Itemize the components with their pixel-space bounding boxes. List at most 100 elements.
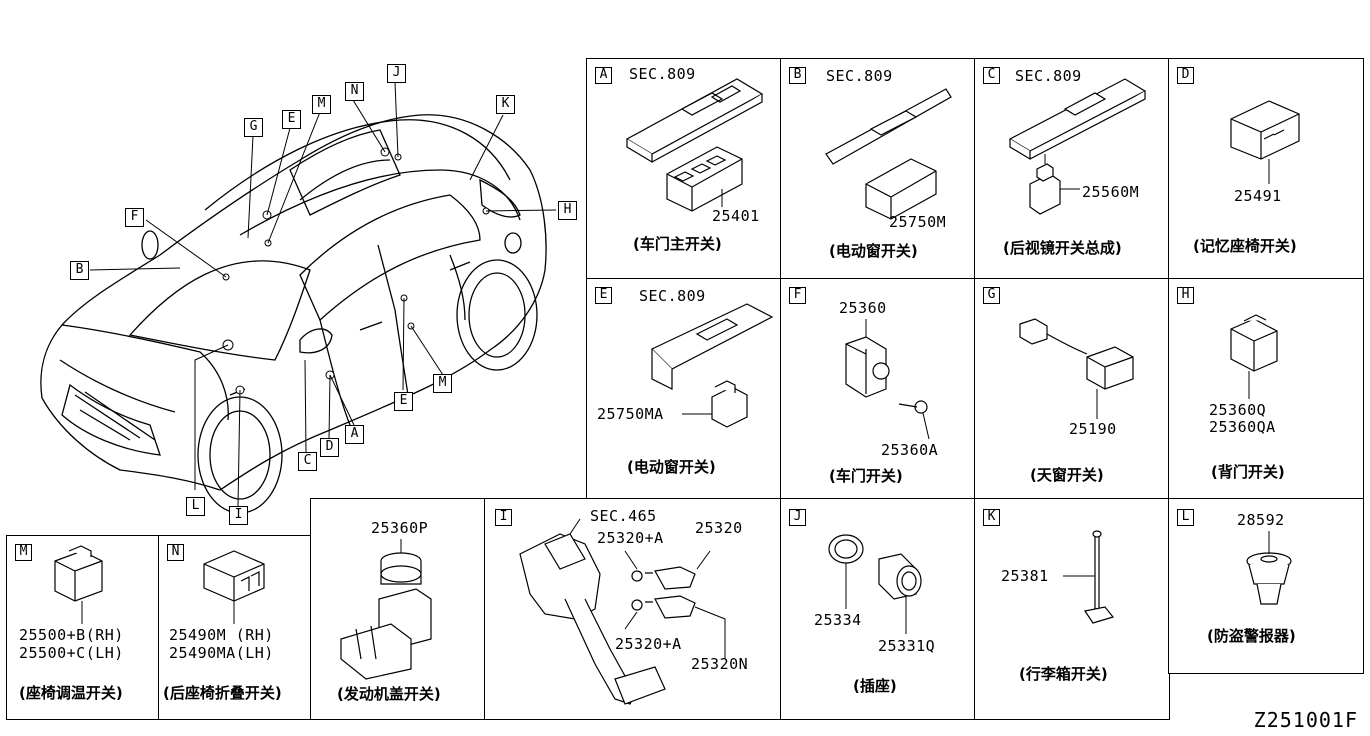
cell-caption: (车门主开关) [633,235,722,253]
callout-tag-n: N [345,82,364,101]
cell-b: B SEC.809 25750M (电动窗开关) [780,58,976,280]
callout-tag-i: I [229,506,248,525]
callout-tag-d: D [320,438,339,457]
ref-label: SEC.465 [590,507,657,525]
part-number: 25360Q [1209,401,1267,419]
diagram-code: Z251001F [1253,708,1358,732]
cell-tag: E [595,287,612,304]
cell-caption: (行李箱开关) [1019,665,1108,683]
cell-caption: (后视镜开关总成) [1003,239,1122,257]
memory-seat-switch-drawing [1230,100,1300,184]
part-number: 25360P [371,519,429,537]
part-number: 25331Q [878,637,936,655]
cell-g: G 25190 (天窗开关) [974,278,1170,500]
callout-tag-b: B [70,261,89,280]
back-door-switch-drawing [1230,314,1278,399]
cell-caption: (座椅调温开关) [19,684,123,702]
part-number: 25334 [814,611,862,629]
callout-tag-j: J [387,64,406,83]
cell-n: N 25490M (RH) 25490MA(LH) (后座椅折叠开关) [158,535,312,720]
part-number: 25401 [712,207,760,225]
part-number: 25360 [839,299,887,317]
callout-tag-h: H [558,201,577,220]
cell-tag: M [15,544,32,561]
mirror-switch-drawing [1008,78,1147,215]
part-number: 25320N [691,655,749,673]
ref-label: SEC.809 [826,67,893,85]
cell-tag: G [983,287,1000,304]
cell-l: L 28592 (防盗警报器) [1168,498,1364,674]
power-outlet-drawing [828,534,922,634]
cell-tag: A [595,67,612,84]
cell-a: A SEC.809 25401 (车门主开关) [586,58,782,280]
cell-tag: F [789,287,806,304]
cell-caption: (插座) [853,677,897,695]
cell-caption: (电动窗开关) [829,242,918,260]
ref-label: SEC.809 [639,287,706,305]
vehicle-overview-drawing [40,81,557,514]
ref-label: SEC.809 [629,65,696,83]
part-number: 25360QA [1209,418,1276,436]
callout-tag-f: F [125,208,144,227]
cell-m: M 25500+B(RH) 25500+C(LH) (座椅调温开关) [6,535,160,720]
cell-f: F 25360 25360A (车门开关) [780,278,976,500]
cell-caption: (防盗警报器) [1207,627,1296,645]
part-number: 25560M [1082,183,1140,201]
callout-tag-m: M [312,95,331,114]
part-number: 25750M [889,213,947,231]
part-number: 25360A [881,441,939,459]
cell-tag: N [167,544,184,561]
callout-tag-m-lower: M [433,374,452,393]
cell-tag: K [983,509,1000,526]
part-number: 25491 [1234,187,1282,205]
cell-e: E SEC.809 25750MA (电动窗开关) [586,278,782,500]
callout-tag-e-top: E [282,110,301,129]
hood-switch-drawing [340,539,432,680]
seat-temp-switch-drawing [54,545,103,624]
cell-tag: H [1177,287,1194,304]
part-number: 25320 [695,519,743,537]
sunroof-switch-drawing [1019,318,1134,419]
cell-hood-switch: 25360P (发动机盖开关) [310,498,486,720]
cell-h: H 25360Q 25360QA (背门开关) [1168,278,1364,500]
part-number: 25490MA(LH) [169,644,274,662]
cell-k: K 25381 (行李箱开关) [974,498,1170,720]
cell-caption: (记忆座椅开关) [1193,237,1297,255]
cell-tag: C [983,67,1000,84]
cell-tag: L [1177,509,1194,526]
part-number: 25190 [1069,420,1117,438]
part-number: 25381 [1001,567,1049,585]
part-number: 28592 [1237,511,1285,529]
door-master-switch-drawing [625,78,764,212]
part-number: 25500+B(RH) [19,626,124,644]
trunk-switch-drawing [1063,530,1115,624]
cell-caption: (后座椅折叠开关) [163,684,282,702]
power-window-switch-drawing [650,303,774,428]
cell-caption: (天窗开关) [1030,466,1104,484]
callout-tag-e: E [394,392,413,411]
rear-seat-fold-switch-drawing [203,550,265,624]
cell-caption: (背门开关) [1211,463,1285,481]
part-number: 25500+C(LH) [19,644,124,662]
cell-tag: D [1177,67,1194,84]
brake-pedal-switch-drawing [519,518,726,705]
cell-j: J 25334 25331Q (插座) [780,498,976,720]
callout-tag-g: G [244,118,263,137]
cell-tag: J [789,509,806,526]
part-number: 25320+A [597,529,664,547]
part-number: 25320+A [615,635,682,653]
cell-c: C SEC.809 25560M (后视镜开关总成) [974,58,1170,280]
cell-caption: (发动机盖开关) [337,685,441,703]
cell-tag: B [789,67,806,84]
part-number: 25490M (RH) [169,626,274,644]
power-window-switch-drawing [825,88,952,221]
cell-caption: (电动窗开关) [627,458,716,476]
callout-tag-l: L [186,497,205,516]
cell-i: I SEC.465 25320+A 25320 25320+A 25320N [484,498,782,720]
callout-tag-a: A [345,425,364,444]
callout-tag-k: K [496,95,515,114]
cell-tag: I [495,509,512,526]
door-switch-drawing [845,319,930,440]
cell-d: D 25491 (记忆座椅开关) [1168,58,1364,280]
part-number: 25750MA [597,405,664,423]
